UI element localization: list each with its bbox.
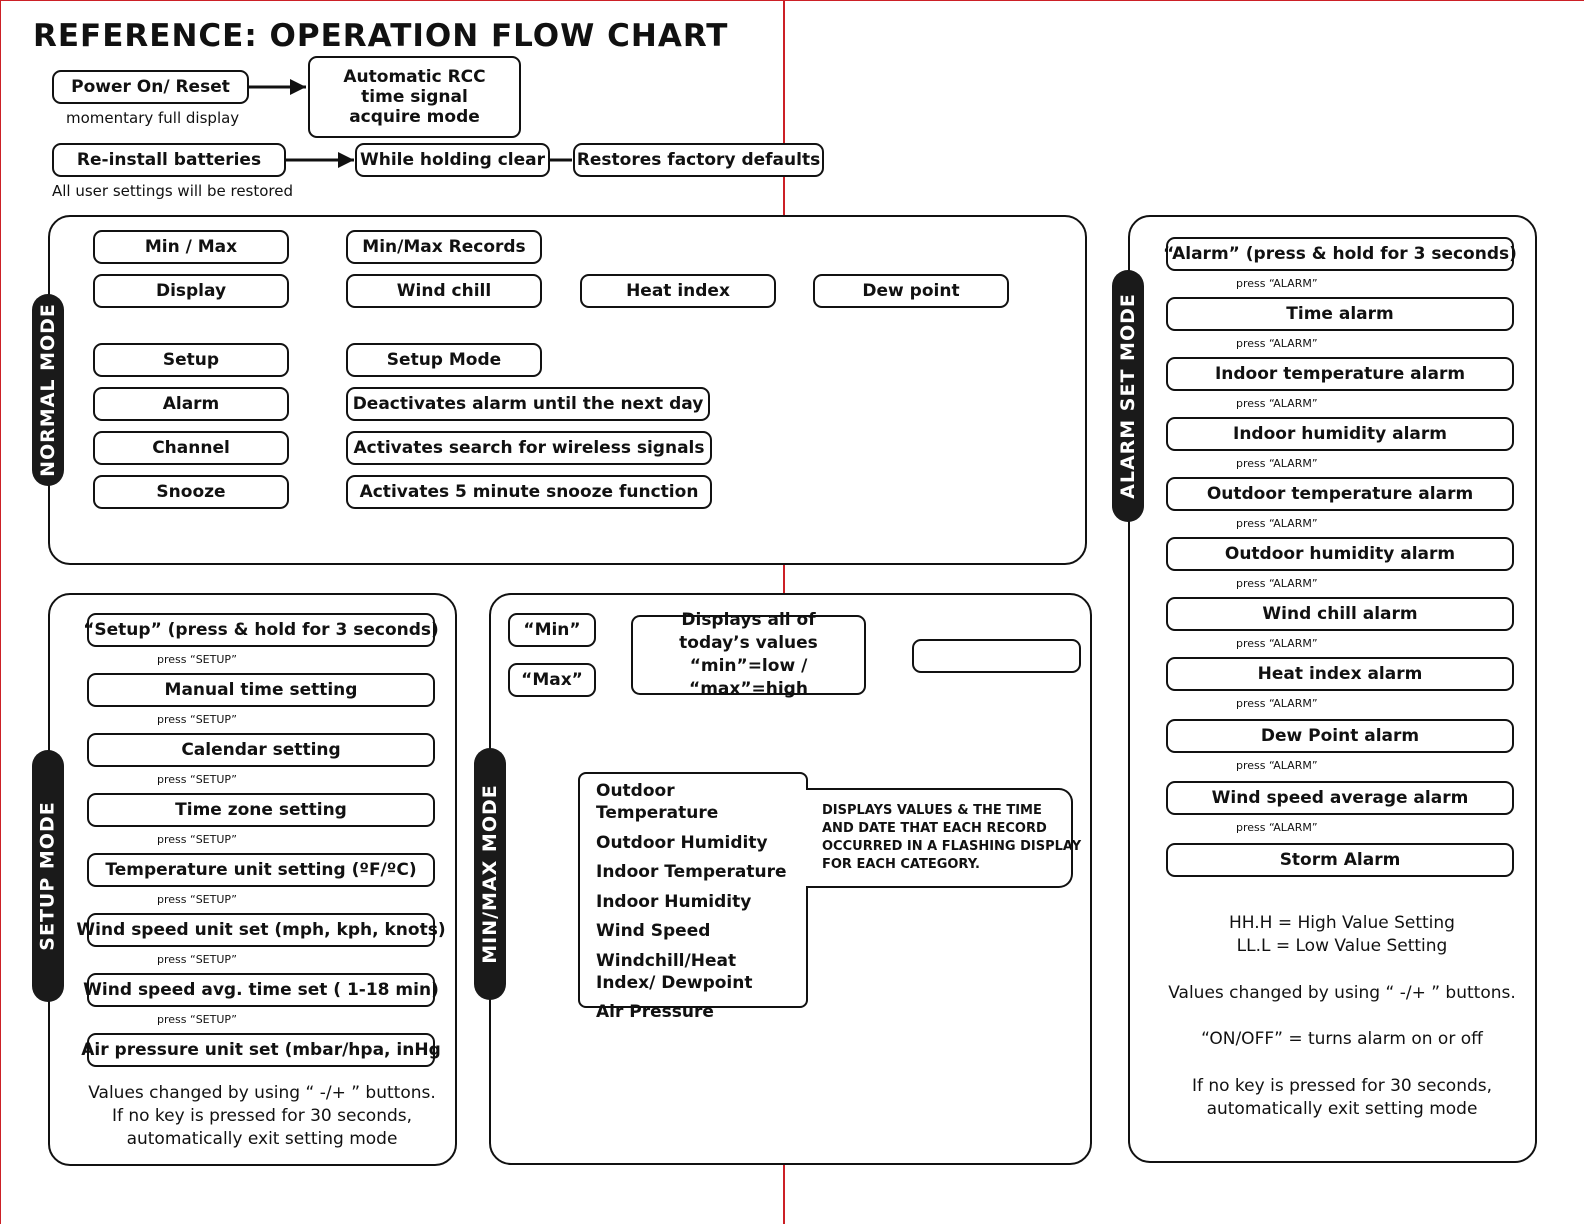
setup-press-label: press “SETUP”	[157, 833, 237, 846]
setup-press-label: press “SETUP”	[157, 653, 237, 666]
display-button-box: Display	[93, 274, 289, 308]
alarm-button-box: Alarm	[93, 387, 289, 421]
displays-values-box: Displays all of today’s values “min”=low…	[631, 610, 866, 699]
alarm-press-label: press “ALARM”	[1236, 277, 1318, 290]
setup-step-temperature-unit: Temperature unit setting (ºF/ºC)	[87, 853, 435, 887]
all-user-settings-note: All user settings will be restored	[52, 182, 294, 200]
category-item: Windchill/Heat Index/ Dewpoint	[596, 950, 753, 993]
alarm-press-label: press “ALARM”	[1236, 821, 1318, 834]
alarm-step-heat-index: Heat index alarm	[1166, 657, 1514, 691]
alarm-timeout-note: If no key is pressed for 30 seconds, aut…	[1150, 1075, 1534, 1121]
momentary-note: momentary full display	[66, 109, 240, 127]
setup-press-label: press “SETUP”	[157, 953, 237, 966]
high-value-note: HH.H = High Value Setting	[1229, 913, 1455, 933]
alarm-on-off-note: “ON/OFF” = turns alarm on or off	[1201, 1029, 1483, 1049]
setup-step-hold: “Setup” (press & hold for 3 seconds)	[83, 613, 439, 647]
alarm-timeout-line: automatically exit setting mode	[1206, 1099, 1478, 1119]
setup-mode-box: Setup Mode	[346, 343, 542, 377]
heat-index-box: Heat index	[580, 274, 776, 308]
alarm-press-label: press “ALARM”	[1236, 759, 1318, 772]
auto-rcc-box: Automatic RCC time signal acquire mode	[308, 56, 521, 138]
category-list: Outdoor Temperature Outdoor Humidity Ind…	[578, 772, 808, 1022]
alarm-step-indoor-temperature: Indoor temperature alarm	[1166, 357, 1514, 391]
alarm-step-wind-speed-average: Wind speed average alarm	[1166, 781, 1514, 815]
setup-button-box: Setup	[93, 343, 289, 377]
left-page-edge	[0, 0, 1, 1224]
alarm-set-mode-label: ALARM SET MODE	[1112, 270, 1144, 522]
setup-step-air-pressure-unit: Air pressure unit set (mbar/hpa, inHg	[81, 1033, 441, 1067]
setup-step-manual-time: Manual time setting	[87, 673, 435, 707]
flashing-display-note-box: DISPLAYS VALUES & THE TIME AND DATE THAT…	[806, 788, 1081, 888]
alarm-press-label: press “ALARM”	[1236, 517, 1318, 530]
top-page-edge	[0, 0, 1584, 1]
setup-press-label: press “SETUP”	[157, 713, 237, 726]
category-item: Indoor Humidity	[596, 891, 752, 912]
page-title: REFERENCE: OPERATION FLOW CHART	[33, 18, 729, 54]
setup-step-wind-speed-avg: Wind speed avg. time set ( 1-18 min)	[83, 973, 439, 1007]
category-item: Wind Speed	[596, 921, 711, 941]
empty-display-box	[912, 639, 1081, 673]
power-on-reset-box: Power On/ Reset	[52, 70, 249, 104]
minmax-button-box: Min / Max	[93, 230, 289, 264]
snooze-button-box: Snooze	[93, 475, 289, 509]
alarm-press-label: press “ALARM”	[1236, 397, 1318, 410]
alarm-press-label: press “ALARM”	[1236, 457, 1318, 470]
alarm-step-outdoor-temperature: Outdoor temperature alarm	[1166, 477, 1514, 511]
dew-point-box: Dew point	[813, 274, 1009, 308]
max-box: “Max”	[508, 663, 596, 697]
flash-note-line: FOR EACH CATEGORY.	[822, 857, 980, 872]
alarm-press-label: press “ALARM”	[1236, 637, 1318, 650]
setup-instructions: Values changed by using “ -/+ ” buttons.…	[66, 1082, 458, 1151]
setup-press-label: press “SETUP”	[157, 773, 237, 786]
flash-note-line: AND DATE THAT EACH RECORD	[822, 821, 1047, 836]
holding-clear-box: While holding clear	[355, 143, 550, 177]
displays-line: today’s values	[679, 633, 818, 653]
category-item: Air Pressure	[596, 1002, 714, 1022]
wind-chill-box: Wind chill	[346, 274, 542, 308]
setup-step-time-zone: Time zone setting	[87, 793, 435, 827]
restores-defaults-box: Restores factory defaults	[573, 143, 824, 177]
setup-step-calendar: Calendar setting	[87, 733, 435, 767]
alarm-step-storm: Storm Alarm	[1166, 843, 1514, 877]
activates-search-box: Activates search for wireless signals	[346, 431, 712, 465]
min-box: “Min”	[508, 613, 596, 647]
alarm-press-label: press “ALARM”	[1236, 697, 1318, 710]
category-item: Outdoor Humidity	[596, 832, 768, 853]
displays-line: “min”=low / “max”=high	[689, 656, 808, 699]
setup-note-line: Values changed by using “ -/+ ” buttons.	[88, 1083, 436, 1103]
setup-press-label: press “SETUP”	[157, 1013, 237, 1026]
alarm-step-dew-point: Dew Point alarm	[1166, 719, 1514, 753]
alarm-press-label: press “ALARM”	[1236, 577, 1318, 590]
alarm-press-label: press “ALARM”	[1236, 337, 1318, 350]
alarm-step-outdoor-humidity: Outdoor humidity alarm	[1166, 537, 1514, 571]
alarm-step-time: Time alarm	[1166, 297, 1514, 331]
flash-note-line: OCCURRED IN A FLASHING DISPLAY	[822, 839, 1082, 854]
channel-button-box: Channel	[93, 431, 289, 465]
category-item: Indoor Temperature	[596, 862, 787, 882]
alarm-step-hold: “Alarm” (press & hold for 3 seconds)	[1163, 237, 1517, 271]
alarm-timeout-line: If no key is pressed for 30 seconds,	[1191, 1076, 1493, 1096]
normal-mode-label: NORMAL MODE	[32, 294, 64, 486]
alarm-legend: HH.H = High Value Setting LL.L = Low Val…	[1150, 912, 1534, 958]
alarm-values-changed-note: Values changed by using “ -/+ ” buttons.	[1168, 983, 1516, 1003]
deactivates-alarm-box: Deactivates alarm until the next day	[346, 387, 710, 421]
displays-line: Displays all of	[681, 610, 816, 630]
flash-note-line: DISPLAYS VALUES & THE TIME	[822, 803, 1042, 818]
minmax-records-box: Min/Max Records	[346, 230, 542, 264]
reinstall-batteries-box: Re-install batteries	[52, 143, 286, 177]
setup-press-label: press “SETUP”	[157, 893, 237, 906]
setup-mode-label: SETUP MODE	[32, 750, 64, 1002]
activates-snooze-box: Activates 5 minute snooze function	[346, 475, 712, 509]
low-value-note: LL.L = Low Value Setting	[1236, 936, 1448, 956]
alarm-step-wind-chill: Wind chill alarm	[1166, 597, 1514, 631]
category-item: Outdoor Temperature	[596, 781, 719, 823]
setup-step-wind-speed-unit: Wind speed unit set (mph, kph, knots)	[76, 913, 446, 947]
setup-note-line: automatically exit setting mode	[126, 1129, 398, 1149]
setup-note-line: If no key is pressed for 30 seconds,	[111, 1106, 413, 1126]
alarm-step-indoor-humidity: Indoor humidity alarm	[1166, 417, 1514, 451]
minmax-mode-label: MIN/MAX MODE	[474, 748, 506, 1000]
